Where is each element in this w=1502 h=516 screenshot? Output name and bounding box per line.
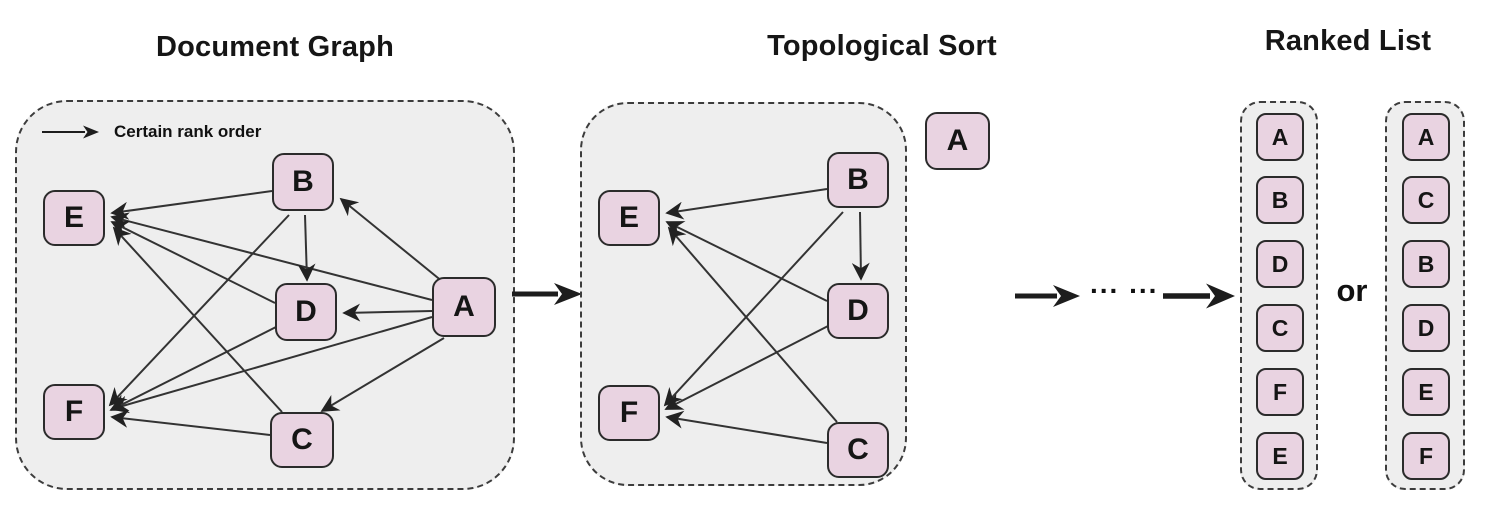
edge-b-e bbox=[110, 190, 273, 220]
edge-c-f bbox=[110, 409, 271, 436]
edge-a-c bbox=[320, 337, 445, 412]
document-graph-panel: Certain rank order E B D A F C bbox=[15, 100, 515, 490]
graph-node-b: B bbox=[272, 153, 334, 211]
rank-box: B bbox=[1402, 240, 1450, 288]
edge-d-e bbox=[110, 221, 276, 304]
edge-a-d bbox=[342, 303, 433, 322]
rank-box: C bbox=[1256, 304, 1304, 352]
graph-node-d: D bbox=[827, 283, 889, 339]
graph-node-c: C bbox=[270, 412, 334, 468]
ranked-list-column-1: A B D C F E bbox=[1240, 101, 1318, 490]
flow-arrow-2-icon bbox=[1015, 285, 1080, 307]
edge-b-d bbox=[851, 211, 870, 281]
rank-box: A bbox=[1402, 113, 1450, 161]
edge-a-e bbox=[110, 212, 433, 301]
or-separator: or bbox=[1336, 273, 1368, 308]
edge-c-f bbox=[665, 410, 828, 444]
rank-box: A bbox=[1256, 113, 1304, 161]
edge-b-f bbox=[108, 214, 290, 407]
graph-node-d: D bbox=[275, 283, 337, 341]
legend-label: Certain rank order bbox=[114, 122, 262, 141]
graph-node-f: F bbox=[598, 385, 660, 441]
graph-node-e: E bbox=[43, 190, 105, 246]
edge-d-e bbox=[665, 221, 828, 302]
rank-box: E bbox=[1256, 432, 1304, 480]
legend: Certain rank order bbox=[41, 122, 261, 142]
rank-box: C bbox=[1402, 176, 1450, 224]
edge-a-b bbox=[339, 197, 444, 283]
graph-node-f: F bbox=[43, 384, 105, 440]
edge-a-f bbox=[110, 316, 433, 414]
ranked-list-title: Ranked List bbox=[1264, 25, 1432, 57]
graph-node-c: C bbox=[827, 422, 889, 478]
flow-arrow-1-icon bbox=[512, 283, 582, 305]
rank-box: D bbox=[1256, 240, 1304, 288]
graph-node-b: B bbox=[827, 152, 889, 208]
removed-node-a: A bbox=[925, 112, 990, 170]
graph-node-e: E bbox=[598, 190, 660, 246]
graph-node-a: A bbox=[432, 277, 496, 337]
flow-arrow-3-icon bbox=[1163, 283, 1235, 309]
rank-box: F bbox=[1256, 368, 1304, 416]
document-graph-edges bbox=[108, 190, 445, 436]
ellipsis-dots: ... ... bbox=[1090, 268, 1159, 299]
edge-c-e bbox=[667, 226, 838, 423]
ranked-list-column-2: A C B D E F bbox=[1385, 101, 1465, 490]
legend-arrow-icon bbox=[42, 125, 99, 139]
edge-d-f bbox=[109, 325, 279, 411]
document-graph-title: Document Graph bbox=[155, 31, 395, 63]
rank-box: F bbox=[1402, 432, 1450, 480]
edge-b-e bbox=[665, 188, 828, 220]
edge-c-e bbox=[112, 226, 283, 413]
topological-sort-panel: E B D F C bbox=[580, 102, 907, 486]
rank-box: E bbox=[1402, 368, 1450, 416]
topological-sort-edges bbox=[663, 188, 870, 444]
edge-d-f bbox=[664, 324, 831, 410]
topological-sort-title: Topological Sort bbox=[767, 30, 997, 62]
edge-b-d bbox=[297, 214, 316, 282]
edge-b-f bbox=[663, 211, 844, 407]
rank-box: D bbox=[1402, 304, 1450, 352]
rank-box: B bbox=[1256, 176, 1304, 224]
